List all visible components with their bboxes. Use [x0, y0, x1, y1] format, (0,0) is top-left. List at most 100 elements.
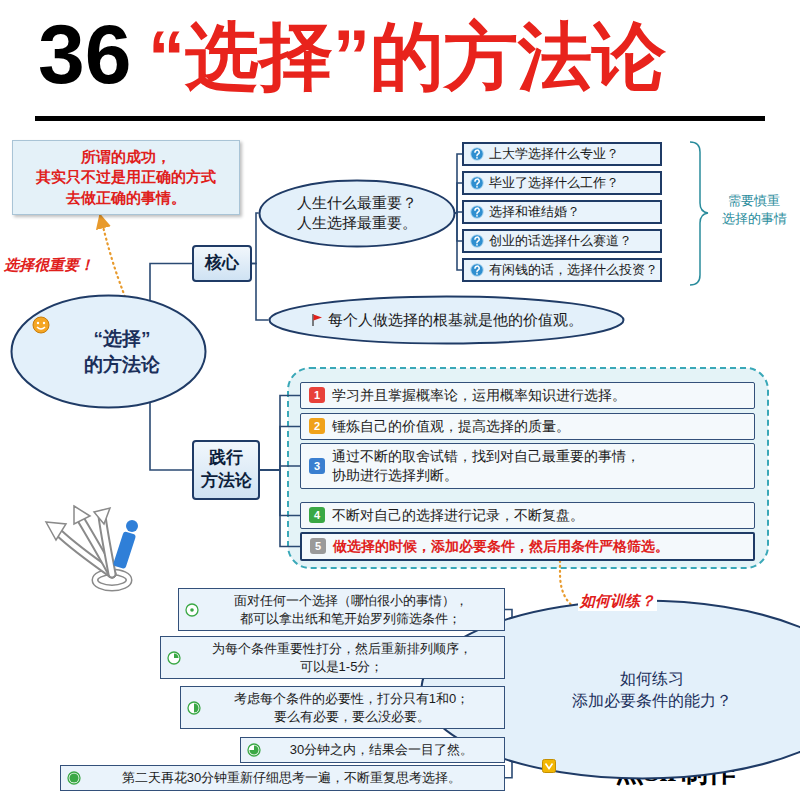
icon-eye — [43, 322, 45, 324]
icon-fill — [69, 773, 78, 782]
question-box: 有闲钱的话，选择什么投资？ — [462, 258, 662, 282]
icon-ring — [168, 652, 180, 664]
ellipse-outline — [10, 294, 207, 409]
progress-icon — [247, 743, 261, 757]
branch-line — [260, 426, 300, 470]
node-text: 创业的话选择什么赛道？ — [489, 232, 632, 250]
node-text: 核心 — [205, 252, 239, 275]
question-icon — [470, 176, 484, 190]
node-text: 上大学选择什么专业？ — [489, 145, 619, 163]
node-text: 考虑每个条件的必要性，打分只有1和0； 要么有必要，要么没必要。 — [207, 690, 496, 725]
arrow-shaft — [102, 516, 112, 574]
node-text: 所谓的成功， 其实只不过是用正确的方式 去做正确的事情。 — [21, 147, 231, 208]
flag-cloth — [313, 315, 322, 321]
question-box: 毕业了选择什么工作？ — [462, 171, 662, 195]
node-text: 锤炼自己的价值观，提高选择的质量。 — [332, 417, 746, 436]
practice-step: 第二天再花30分钟重新仔细思考一遍，不断重复思考选择。 — [60, 765, 505, 791]
method-group-panel — [288, 368, 768, 568]
progress-icon — [67, 771, 81, 785]
ellipse-shape — [270, 297, 624, 344]
icon-disc — [471, 235, 484, 248]
icon-square — [543, 759, 556, 772]
bracket-note: 需要慎重 选择的事情 — [718, 192, 790, 227]
topic-ellipse: 人生什么最重要？ 人生选择最重要。 — [258, 179, 456, 248]
node-text: 做选择的时候，添加必要条件，然后用条件严格筛选。 — [333, 537, 745, 556]
node-text: 有闲钱的话，选择什么投资？ — [489, 261, 658, 279]
node-text: 不断对自己的选择进行记录，不断复盘。 — [332, 506, 746, 525]
practice-step: 考虑每个条件的必要性，打分只有1和0； 要么有必要，要么没必要。 — [180, 686, 505, 729]
series-number: 36 — [38, 6, 131, 103]
arrow-shaft-outline — [102, 516, 112, 574]
icon-dot — [476, 157, 478, 159]
curly-bracket — [690, 142, 708, 285]
branch-line — [260, 470, 300, 546]
icon-mouth — [37, 327, 45, 329]
method-item: 5 做选择的时候，添加必要条件，然后用条件严格筛选。 — [300, 532, 755, 561]
icon-glyph — [475, 266, 479, 272]
arrow-head — [46, 522, 66, 540]
question-box: 上大学选择什么专业？ — [462, 142, 662, 166]
icon-dot — [476, 186, 478, 188]
icon-ring — [186, 604, 198, 616]
icon-dot — [476, 244, 478, 246]
branch-box: 核心 — [192, 245, 252, 282]
branch-box: 践行 方法论 — [192, 440, 260, 500]
question-box: 选择和谁结婚？ — [462, 200, 662, 224]
icon-ring — [188, 702, 200, 714]
figure-head — [126, 520, 138, 532]
question-icon — [470, 205, 484, 219]
callout-number: 1 — [309, 387, 325, 403]
callout-number: 2 — [309, 418, 325, 434]
callout-number: 5 — [310, 538, 326, 554]
icon-glyph — [475, 208, 479, 214]
diagram-title: “选择”的方法论 — [148, 14, 666, 99]
icon-disc — [471, 148, 484, 161]
question-icon — [470, 263, 484, 277]
icon-disc — [471, 264, 484, 277]
branch-line — [252, 264, 268, 321]
practice-step: 30分钟之内，结果会一目了然。 — [240, 737, 505, 763]
method-item: 3通过不断的取舍试错，找到对自己最重要的事情， 协助进行选择判断。 — [300, 443, 755, 489]
branch-line — [260, 395, 300, 470]
smiley-icon — [32, 316, 50, 334]
node-text: 如何练习 添加必要条件的能力？ — [562, 668, 742, 711]
progress-icon — [187, 701, 201, 715]
node-text: 毕业了选择什么工作？ — [489, 174, 619, 192]
ellipse-outline — [258, 179, 456, 248]
edge-label: 选择很重要！ — [2, 256, 96, 275]
node-text: 30分钟之内，结果会一目了然。 — [267, 741, 496, 759]
method-item: 1 学习并且掌握概率论，运用概率知识进行选择。 — [300, 382, 755, 409]
icon-fill — [174, 653, 179, 658]
icon-disc — [471, 206, 484, 219]
node-text: 人生什么最重要？ 人生选择最重要。 — [293, 193, 421, 234]
icon-disc — [33, 317, 49, 333]
node-text: 每个人做选择的根基就是他的价值观。 — [328, 310, 583, 330]
topic-ellipse: “选择” 的方法论 — [10, 294, 207, 409]
topic-ellipse: 每个人做选择的根基就是他的价值观。 — [268, 295, 625, 345]
icon-glyph — [475, 150, 479, 156]
icon-ring — [248, 744, 260, 756]
icon-fill — [190, 608, 194, 612]
icon-fill — [194, 703, 199, 712]
node-text: 为每个条件重要性打分，然后重新排列顺序， 可以是1-5分； — [187, 640, 496, 675]
node-text: 第二天再花30分钟重新仔细思考一遍，不断重复思考选择。 — [87, 769, 496, 787]
icon-disc — [471, 177, 484, 190]
practice-step: 面对任何一个选择（哪怕很小的事情）， 都可以拿出纸和笔开始罗列筛选条件； — [178, 588, 505, 631]
edge-label: 如何训练？ — [578, 592, 657, 611]
flag-icon — [311, 313, 323, 327]
ellipse-shape — [260, 180, 455, 246]
callout-number: 4 — [309, 507, 325, 523]
icon-glyph — [475, 237, 479, 243]
progress-icon — [185, 603, 199, 617]
question-icon — [470, 234, 484, 248]
branch-line — [150, 264, 192, 302]
method-item: 2 锤炼自己的价值观，提高选择的质量。 — [300, 413, 755, 440]
icon-glyph — [546, 763, 553, 768]
branch-line — [150, 403, 192, 470]
callout-box: 所谓的成功， 其实只不过是用正确的方式 去做正确的事情。 — [12, 140, 240, 215]
node-text: 学习并且掌握概率论，运用概率知识进行选择。 — [332, 386, 746, 405]
note-icon — [542, 759, 556, 773]
node-text: 面对任何一个选择（哪怕很小的事情）， 都可以拿出纸和笔开始罗列筛选条件； — [205, 592, 496, 627]
node-text: “选择” 的方法论 — [48, 326, 170, 377]
